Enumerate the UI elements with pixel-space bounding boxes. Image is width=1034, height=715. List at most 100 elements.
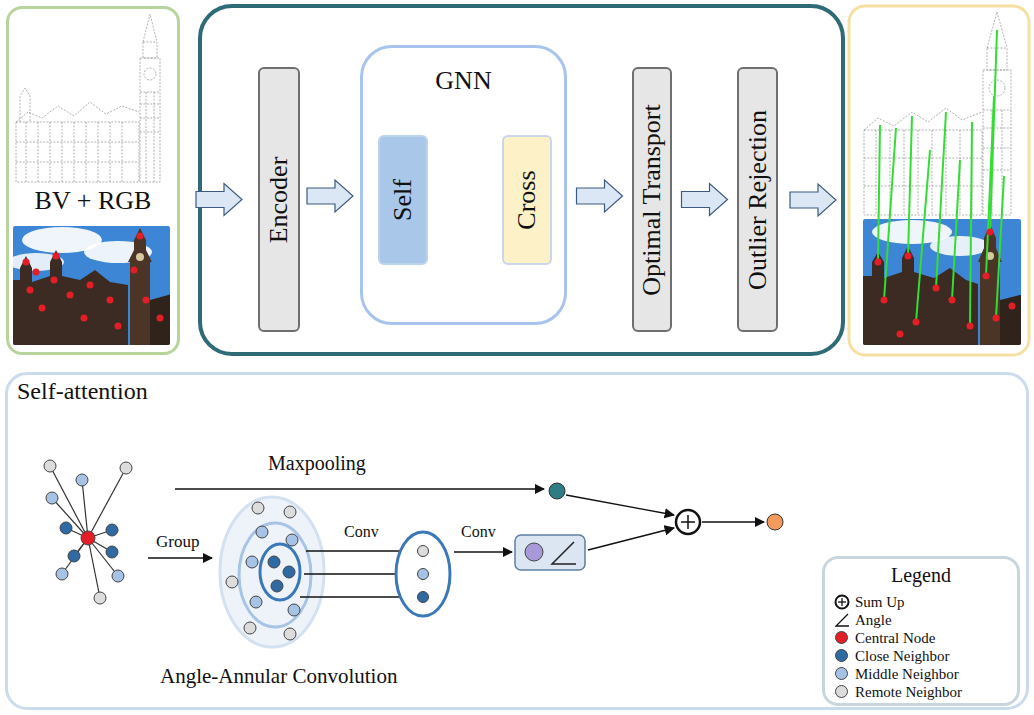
keypoint (875, 229, 1016, 338)
point-cloud (140, 132, 160, 133)
keypoint (993, 315, 1000, 322)
keypoint (987, 229, 994, 236)
node-title: Optimal Transport (637, 104, 667, 295)
sum-symbol (836, 596, 849, 609)
rgb-photo (51, 277, 58, 284)
sum-symbol (676, 510, 700, 534)
process-box: Optimal Transport (632, 67, 672, 332)
annular-rings (226, 576, 238, 588)
rgb-photo (87, 282, 94, 289)
group-arrow (148, 557, 212, 558)
point-cloud (122, 122, 123, 182)
point-cloud (918, 130, 919, 215)
rgb-photo (136, 253, 144, 261)
node-title: Legend (825, 564, 1017, 587)
process-box: Outlier Rejection (737, 67, 778, 332)
conv-dots (418, 569, 429, 580)
legend-swatch (835, 667, 848, 680)
sum-symbol (834, 594, 850, 610)
point-cloud (74, 122, 75, 182)
rgb-photo (81, 315, 88, 322)
legend-text: Sum Up (855, 593, 905, 611)
neighbor-graph (68, 550, 80, 562)
legend-text: Central Node (855, 629, 935, 647)
point-cloud (20, 88, 30, 122)
annotation-label: Conv (344, 523, 379, 541)
keypoint (983, 273, 990, 280)
point-cloud (140, 92, 160, 93)
maxpool-arrow (175, 488, 544, 489)
annular-rings (286, 534, 298, 546)
match-lines (908, 116, 912, 256)
point-cloud (154, 92, 155, 182)
block-arrow (790, 184, 836, 216)
match-lines (878, 30, 1004, 326)
sum-symbol (687, 515, 689, 529)
rgb-photo (13, 250, 128, 345)
rgb-photo (128, 228, 152, 345)
point-cloud (983, 148, 1011, 149)
neighbor-graph (60, 522, 72, 534)
point-cloud (110, 122, 111, 182)
match-lines (990, 30, 997, 232)
output-arrow (702, 521, 764, 522)
neighbor-graph (81, 531, 95, 545)
annular-rings (268, 556, 280, 568)
block-arrow (196, 184, 242, 216)
annular-rings (220, 497, 324, 647)
legend-text: Remote Neighbor (855, 683, 962, 701)
keypoint (913, 319, 920, 326)
conv-arrows (300, 596, 410, 597)
point-cloud (876, 130, 877, 215)
point-cloud (143, 42, 157, 58)
legend-row: Sum Up (835, 593, 1010, 611)
point-cloud (864, 12, 1011, 215)
sum-symbol (676, 510, 700, 534)
conv-ring (396, 532, 450, 616)
annotation-label: Conv (461, 523, 496, 541)
annular-rings (220, 497, 324, 647)
legend-row: Central Node (835, 629, 1010, 647)
match-lines (878, 125, 880, 262)
point-cloud (864, 130, 982, 215)
keypoint (949, 297, 956, 304)
legend-text: Middle Neighbor (855, 665, 959, 683)
point-cloud (16, 162, 139, 163)
rgb-photo (115, 323, 122, 330)
annular-rings (284, 506, 296, 518)
legend-swatch (835, 649, 848, 662)
point-cloud (50, 122, 51, 182)
point-cloud (16, 14, 160, 182)
legend-text: Angle (855, 611, 892, 629)
block-arrow (682, 184, 728, 216)
point-cloud (864, 186, 982, 187)
rgb-photo (23, 259, 30, 266)
annular-rings (256, 526, 268, 538)
conv-arrows (304, 573, 410, 574)
rgb-photo (107, 297, 114, 304)
legend-box: LegendSum UpAngleCentral NodeClose Neigh… (822, 556, 1020, 706)
node-title: BV + RGB (9, 186, 177, 216)
rgb-photo (1000, 294, 1021, 345)
point-cloud (864, 158, 982, 159)
match-lines (936, 112, 946, 288)
point-cloud (946, 130, 947, 215)
conv-dots (418, 546, 429, 603)
point-cloud (38, 122, 39, 182)
angle-symbol (834, 612, 850, 628)
keypoint (875, 259, 882, 266)
legend-swatch (835, 685, 848, 698)
conv-arrows (300, 551, 410, 597)
rgb-photo (137, 233, 144, 240)
neighbor-graph (44, 460, 56, 472)
point-cloud (140, 58, 160, 182)
pipeline-frame (200, 6, 843, 354)
neighbor-graph (44, 460, 132, 604)
rgb-photo (143, 297, 150, 304)
point-cloud (140, 104, 160, 105)
match-lines (884, 128, 896, 300)
node-title: Encoder (264, 156, 294, 243)
rgb-photo (157, 315, 164, 322)
sum-symbol (841, 598, 842, 606)
legend-row: Middle Neighbor (835, 665, 1010, 683)
